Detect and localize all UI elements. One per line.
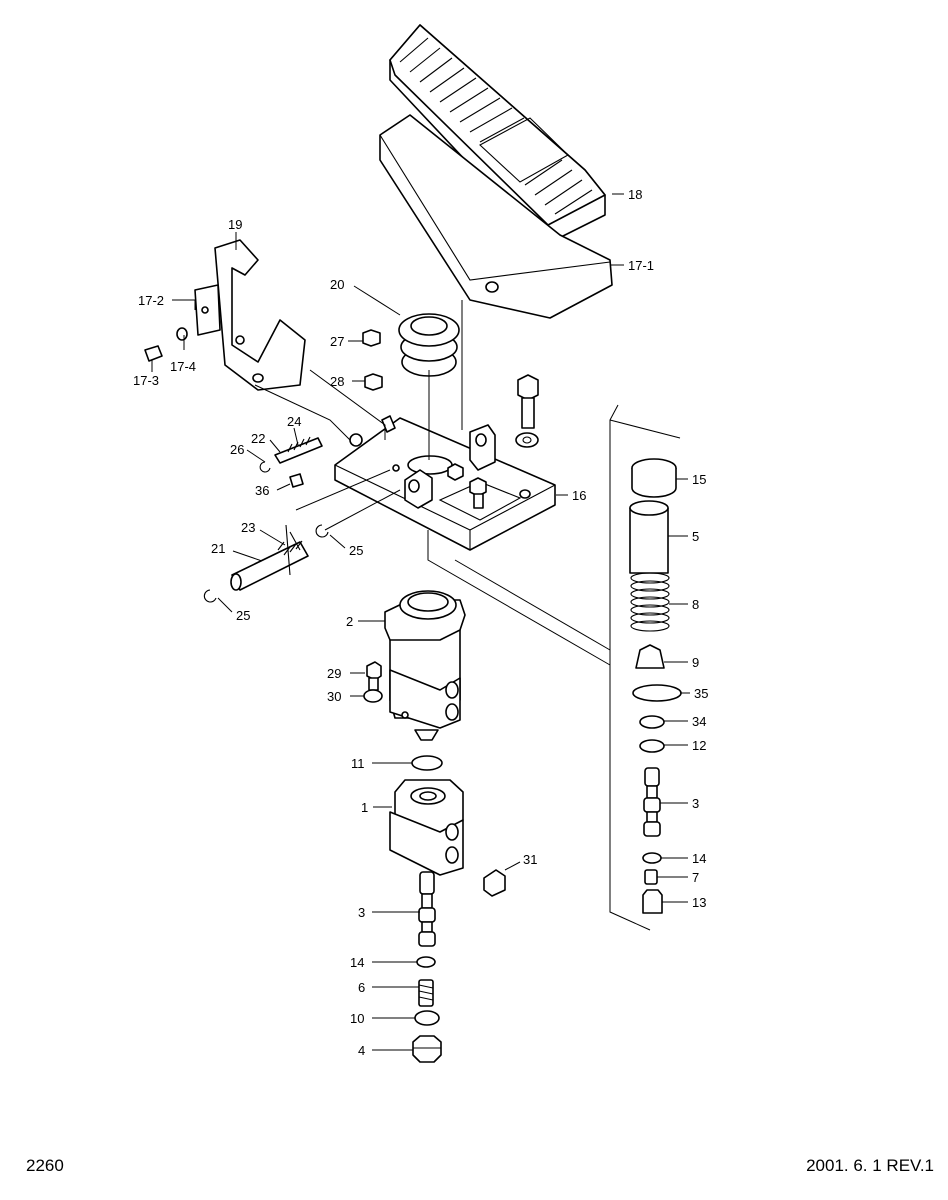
pedal-pad-18: [389, 24, 606, 246]
callout-15: 15: [692, 472, 706, 487]
o-ring-11: [411, 755, 443, 771]
callout-35: 35: [694, 686, 708, 701]
shaft-22: [259, 436, 323, 488]
washer-30: [363, 689, 383, 703]
callout-17-4: 17-4: [170, 359, 196, 374]
spring-6: [418, 979, 434, 1007]
mounting-plate-16: [334, 415, 556, 551]
callout-3b: 3: [692, 796, 699, 811]
callout-28: 28: [330, 374, 344, 389]
callout-1: 1: [361, 800, 368, 815]
callout-36: 36: [255, 483, 269, 498]
valve-body-1: [389, 779, 506, 897]
callout-21: 21: [211, 541, 225, 556]
callout-9: 9: [692, 655, 699, 670]
plug-4: [412, 1035, 442, 1063]
spool-3: [418, 871, 436, 947]
callout-29: 29: [327, 666, 341, 681]
boot-20: [398, 313, 460, 377]
pin-21: [203, 524, 329, 603]
leader-lines: [151, 193, 690, 1051]
callout-17-1: 17-1: [628, 258, 654, 273]
callout-2: 2: [346, 614, 353, 629]
callout-22: 22: [251, 431, 265, 446]
screw-29: [366, 661, 382, 681]
callout-23: 23: [241, 520, 255, 535]
callout-7: 7: [692, 870, 699, 885]
callout-4: 4: [358, 1043, 365, 1058]
bolt-washer: [469, 374, 539, 509]
callout-8: 8: [692, 597, 699, 612]
nut-28: [364, 373, 383, 391]
callout-16: 16: [572, 488, 586, 503]
callout-11: 11: [351, 756, 365, 771]
valve-housing-2: [384, 590, 466, 741]
callout-10: 10: [350, 1011, 364, 1026]
callout-20: 20: [330, 277, 344, 292]
callout-27: 27: [330, 334, 344, 349]
callout-14a: 14: [350, 955, 364, 970]
callout-24: 24: [287, 414, 301, 429]
bracket-19: [144, 239, 306, 391]
callout-25b: 25: [236, 608, 250, 623]
callout-14b: 14: [692, 851, 706, 866]
callout-25a: 25: [349, 543, 363, 558]
callout-26: 26: [230, 442, 244, 457]
callout-6: 6: [358, 980, 365, 995]
callout-34: 34: [692, 714, 706, 729]
callout-3a: 3: [358, 905, 365, 920]
callout-5: 5: [692, 529, 699, 544]
pedal-base-17-1: [379, 114, 613, 319]
callout-18: 18: [628, 187, 642, 202]
callout-labels: 18 17-1 19 17-2 17-4 17-3 20 27 28 24 22…: [133, 187, 708, 1058]
callout-30: 30: [327, 689, 341, 704]
nut-27: [362, 329, 381, 347]
callout-17-3: 17-3: [133, 373, 159, 388]
detail-group: [609, 404, 682, 931]
callout-13: 13: [692, 895, 706, 910]
callout-31: 31: [523, 852, 537, 867]
o-ring-10: [414, 1010, 440, 1026]
callout-17-2: 17-2: [138, 293, 164, 308]
revision-date: 2001. 6. 1 REV.1: [806, 1156, 934, 1175]
callout-12: 12: [692, 738, 706, 753]
ring-14: [416, 956, 436, 968]
callout-19: 19: [228, 217, 242, 232]
page-number: 2260: [26, 1156, 64, 1175]
